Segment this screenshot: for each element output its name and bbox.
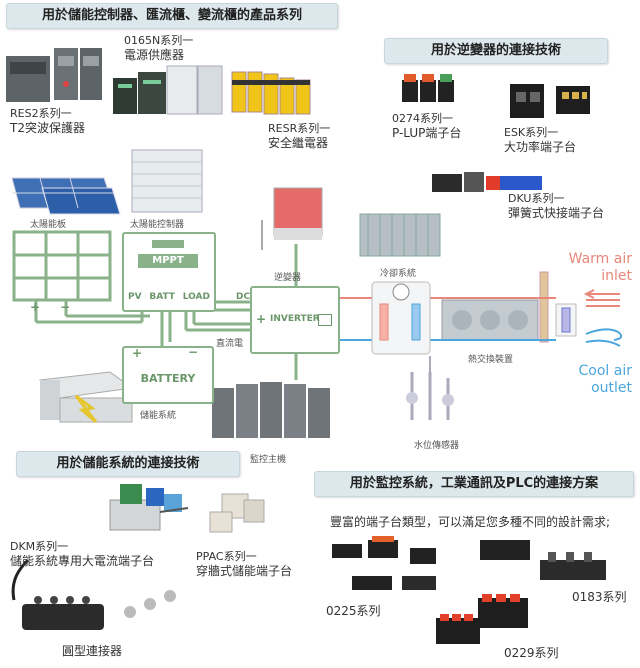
round-connector-label: 圓型連接器 bbox=[62, 644, 123, 658]
warm-air-arrows bbox=[583, 289, 620, 307]
0183-product-image bbox=[480, 540, 606, 580]
batt-terminal-label: BATT bbox=[149, 292, 175, 302]
inverter-tech-banner: 用於逆變器的連接技術 bbox=[384, 38, 608, 64]
ppac-label: PPAC系列一 穿牆式儲能端子台 bbox=[196, 550, 293, 578]
inverter-label: 逆變器 bbox=[274, 273, 302, 283]
solar-plus: + bbox=[30, 300, 41, 314]
0229-label: 0229系列 bbox=[504, 646, 559, 660]
solar-panel-image bbox=[11, 177, 121, 215]
monitor-description: 豐富的端子台類型，可以滿足您多種不同的設計需求; bbox=[330, 515, 611, 529]
storage-products-banner: 用於儲能控制器、匯流櫃、變流櫃的產品系列 bbox=[6, 3, 338, 29]
diagram-connections bbox=[12, 230, 298, 380]
inverter-device-image bbox=[261, 187, 323, 250]
dku-product-image bbox=[432, 172, 542, 192]
warm-air-label: Warm air inlet bbox=[568, 251, 632, 284]
battery-box: + − BATTERY bbox=[122, 345, 214, 404]
res2-product-image bbox=[6, 48, 102, 102]
cool-air-label: Cool air outlet bbox=[578, 363, 632, 396]
inverter-box: + INVERTER bbox=[250, 286, 340, 354]
storage-system-image bbox=[38, 371, 134, 424]
dc-current-label: 直流電 bbox=[216, 339, 244, 349]
monitor-host-label: 監控主機 bbox=[250, 455, 287, 465]
cooling-unit bbox=[371, 281, 431, 355]
dc-label: DC bbox=[236, 292, 251, 302]
cooling-system-image bbox=[359, 213, 441, 257]
solar-minus: − bbox=[60, 300, 71, 314]
0183-label: 0183系列 bbox=[572, 590, 627, 604]
0229-product-image bbox=[436, 594, 528, 644]
0274-product-image bbox=[402, 74, 454, 102]
monitor-host-image bbox=[212, 382, 330, 438]
load-terminal-label: LOAD bbox=[182, 292, 210, 302]
battery-label: BATTERY bbox=[140, 372, 196, 385]
heat-exchanger-image bbox=[441, 271, 549, 343]
cool-air-arrows bbox=[585, 328, 623, 347]
resr-product-image bbox=[231, 71, 311, 115]
water-sensor-label: 水位傳感器 bbox=[414, 441, 460, 451]
ppac-product-image bbox=[209, 493, 265, 533]
dku-label: DKU系列一 彈簧式快接端子台 bbox=[508, 192, 605, 220]
0225-label: 0225系列 bbox=[326, 604, 381, 618]
0274-label: 0274系列一 P-LUP端子台 bbox=[392, 112, 462, 140]
storage-tech-banner: 用於儲能系統的連接技術 bbox=[16, 451, 240, 477]
resr-label: RESR系列一 安全繼電器 bbox=[268, 122, 331, 150]
esk-label: ESK系列一 大功率端子台 bbox=[504, 126, 577, 154]
res2-label: RES2系列一 T2突波保護器 bbox=[10, 107, 85, 135]
storage-system-label: 儲能系統 bbox=[140, 411, 177, 421]
mppt-label: MPPT bbox=[138, 254, 198, 268]
dkm-label: DKM系列一 儲能系統專用大電流端子台 bbox=[10, 540, 155, 568]
0165n-product-image bbox=[113, 65, 223, 115]
dkm-product-image bbox=[109, 484, 189, 531]
solar-controller-box: MPPT PV BATT LOAD bbox=[122, 232, 216, 312]
solar-controller-label: 太陽能控制器 bbox=[130, 220, 185, 230]
cooling-system-label: 冷卻系統 bbox=[380, 269, 417, 279]
solar-panel-label: 太陽能板 bbox=[30, 220, 67, 230]
esk-product-image bbox=[510, 84, 590, 118]
heat-exchanger-label: 熱交換裝置 bbox=[468, 355, 514, 365]
round-connector-image bbox=[11, 558, 176, 630]
solar-controller-image bbox=[131, 149, 203, 213]
cooling-pipes bbox=[340, 297, 556, 372]
monitor-tech-banner: 用於監控系統，工業通訊及PLC的連接方案 bbox=[314, 471, 634, 497]
pv-terminal-label: PV bbox=[128, 292, 142, 302]
water-sensor-image bbox=[406, 372, 454, 420]
0165n-label: 0165N系列一 電源供應器 bbox=[124, 34, 194, 62]
heat-exchanger-core bbox=[555, 303, 577, 337]
0225-product-image bbox=[332, 536, 436, 590]
inverter-box-label: INVERTER bbox=[270, 314, 320, 324]
